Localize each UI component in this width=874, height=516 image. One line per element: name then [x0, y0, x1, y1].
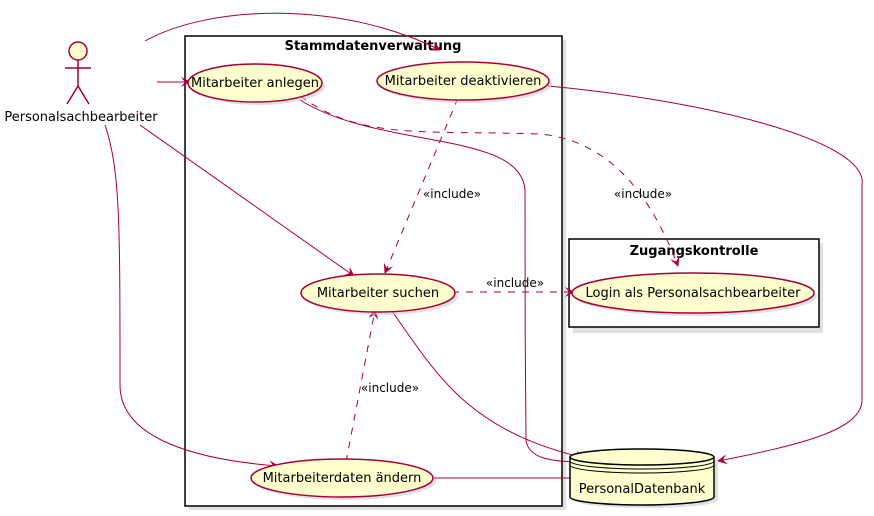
assoc-actor-aendern: [104, 124, 279, 471]
assoc-actor-deaktivieren: [144, 12, 441, 51]
usecase-label: Mitarbeiter deaktivieren: [385, 74, 542, 89]
actor-personalsachbearbeiter[interactable]: Personalsachbearbeiter: [4, 41, 158, 125]
stereotype-label: «include»: [423, 187, 481, 201]
usecase-mitarbeiter-deaktivieren[interactable]: Mitarbeiter deaktivieren: [376, 61, 552, 103]
usecase-mitarbeiter-suchen[interactable]: Mitarbeiter suchen: [300, 273, 458, 315]
assoc-actor-suchen: [139, 124, 355, 277]
stereotype-label: «include»: [614, 187, 672, 201]
assoc-suchen-db: [391, 310, 585, 461]
include-anlegen-login: [299, 95, 680, 267]
usecase-mitarbeiter-anlegen[interactable]: Mitarbeiter anlegen: [187, 63, 325, 105]
actor-label: Personalsachbearbeiter: [4, 110, 158, 125]
database-label: PersonalDatenbank: [579, 482, 706, 497]
stereotype-label: «include»: [361, 381, 419, 395]
database-personaldatenbank[interactable]: PersonalDatenbank: [569, 448, 718, 508]
stereotype-label: «include»: [486, 276, 544, 290]
package-title-zugang: Zugangskontrolle: [630, 244, 759, 259]
assoc-deaktivieren-db: [547, 85, 863, 465]
usecase-label: Mitarbeiter suchen: [317, 286, 439, 301]
package-stammdatenverwaltung: Stammdatenverwaltung: [184, 35, 566, 510]
associations: [104, 12, 863, 483]
usecase-label: Mitarbeiterdaten ändern: [263, 471, 422, 486]
package-title-stammdaten: Stammdatenverwaltung: [285, 39, 462, 54]
actor-head: [68, 41, 88, 61]
include-deaktivieren-suchen: [383, 97, 459, 274]
include-relations: [299, 95, 680, 463]
usecase-label: Login als Personalsachbearbeiter: [586, 286, 802, 301]
include-aendern-suchen: [345, 309, 379, 463]
usecase-mitarbeiterdaten-aendern[interactable]: Mitarbeiterdaten ändern: [250, 458, 436, 500]
assoc-anlegen-db: [299, 99, 585, 467]
usecase-login[interactable]: Login als Personalsachbearbeiter: [571, 272, 817, 316]
usecase-label: Mitarbeiter anlegen: [191, 76, 319, 91]
